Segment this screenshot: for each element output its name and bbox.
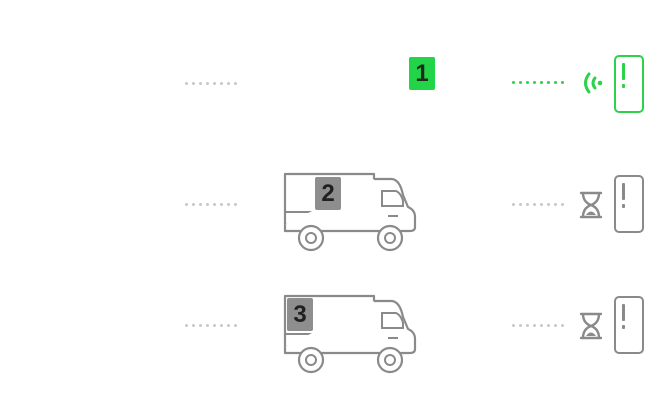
package-box: 2 <box>315 177 341 210</box>
delivery-truck-icon <box>283 172 417 252</box>
fridge-icon <box>614 296 644 354</box>
right-dotted-line <box>512 324 568 328</box>
left-dotted-line <box>185 82 241 86</box>
wifi-signal-icon <box>584 72 603 94</box>
fridge-icon <box>614 55 644 113</box>
package-box: 3 <box>287 298 313 331</box>
fridge-icon <box>614 175 644 233</box>
left-dotted-line <box>185 203 241 207</box>
package-box: 1 <box>409 57 435 90</box>
hourglass-icon <box>579 191 603 219</box>
right-dotted-line <box>512 81 568 85</box>
left-dotted-line <box>185 324 241 328</box>
right-dotted-line <box>512 203 568 207</box>
hourglass-icon <box>579 312 603 340</box>
